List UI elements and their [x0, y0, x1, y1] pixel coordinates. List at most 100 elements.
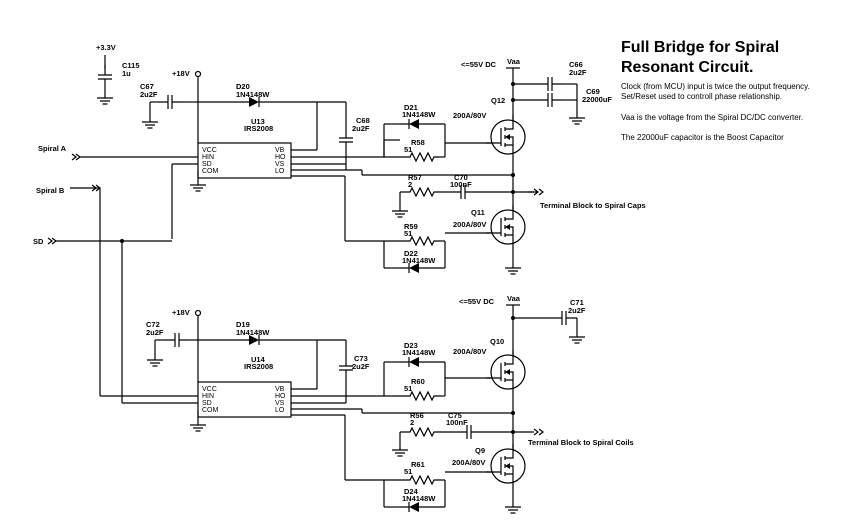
note-boost-line: The 22000uF capacitor is the Boost Capac… — [621, 133, 784, 142]
u14-pin-vcc: VCC — [202, 386, 217, 393]
c115-val: 1u — [122, 69, 131, 78]
net-spiral-a-label: Spiral A — [38, 144, 67, 153]
d19-ref: D19 — [236, 320, 250, 329]
power-18v-icon — [194, 70, 202, 78]
ground-icon — [391, 444, 409, 457]
ic-u13 — [197, 142, 292, 179]
c67-ref: C67 — [140, 82, 154, 91]
r56-ref: R56 — [410, 411, 424, 420]
capacitor-c68 — [338, 127, 354, 153]
note-clock-line-2: Set/Reset used to controll phase relatio… — [621, 92, 782, 101]
diode-d24 — [399, 501, 429, 513]
q12-val: 200A/80V — [453, 111, 486, 120]
u14-pin-vb: VB — [275, 386, 285, 393]
capacitor-c67 — [157, 94, 183, 110]
net-spiral-b-label: Spiral B — [36, 186, 65, 195]
r60-val: 51 — [404, 384, 412, 393]
c115-ref: C115 — [122, 61, 140, 70]
note-vaa: Vaa is the voltage from the Spiral DC/DC… — [621, 113, 803, 123]
r59-ref: R59 — [404, 222, 418, 231]
u14-val: IRS2008 — [244, 362, 273, 371]
q10-val: 200A/80V — [453, 347, 486, 356]
q10-ref: Q10 — [490, 337, 504, 346]
u14-pin-ho: HO — [275, 393, 286, 400]
ground-icon — [96, 92, 114, 105]
d22-ref: D22 — [404, 249, 418, 258]
u14-pin-vs: VS — [275, 400, 285, 407]
net-vaa-limit-top: <=55V DC — [461, 60, 497, 69]
d20-ref: D20 — [236, 82, 250, 91]
r61-val: 51 — [404, 467, 412, 476]
q12-ref: Q12 — [491, 96, 505, 105]
d19-val: 1N4148W — [236, 328, 270, 337]
c67-val: 2u2F — [140, 90, 158, 99]
d21-val: 1N4148W — [402, 110, 436, 119]
c70-ref: C70 — [454, 173, 468, 182]
c71-val: 2u2F — [568, 306, 586, 315]
power-18v-icon — [194, 309, 202, 317]
output-arrow-icon — [527, 428, 544, 436]
d20-val: 1N4148W — [236, 90, 270, 99]
input-arrow-icon — [71, 153, 81, 161]
c73-val: 2u2F — [352, 362, 370, 371]
c69-ref: C69 — [586, 87, 600, 96]
net-v33-label: +3.3V — [96, 43, 116, 52]
d24-val: 1N4148W — [402, 494, 436, 503]
u13-pin-lo: LO — [275, 168, 285, 175]
mosfet-q10 — [485, 349, 526, 395]
net-vaa-limit-bottom: <=55V DC — [459, 297, 495, 306]
resistor-r59 — [403, 236, 441, 246]
q9-ref: Q9 — [475, 446, 485, 455]
u14-ref: U14 — [251, 355, 266, 364]
u13-pin-com: COM — [202, 168, 219, 175]
r56-val: 2 — [410, 418, 414, 427]
note-clock: Clock (from MCU) input is twice the outp… — [621, 82, 810, 102]
u13-pin-vs: VS — [275, 161, 285, 168]
u13-val: IRS2008 — [244, 124, 273, 133]
resistor-r56 — [403, 427, 441, 437]
c75-val: 100nF — [446, 418, 468, 427]
net-v18-label-top: +18V — [172, 69, 190, 78]
q11-val: 200A/80V — [453, 220, 486, 229]
r61-ref: R61 — [411, 460, 425, 469]
r57-val: 2 — [408, 180, 412, 189]
c70-val: 100nF — [450, 180, 472, 189]
mosfet-q12 — [485, 114, 526, 160]
ground-icon — [189, 419, 207, 432]
c66-ref: C66 — [569, 60, 583, 69]
resistor-r58 — [403, 152, 441, 162]
note-boost: The 22000uF capacitor is the Boost Capac… — [621, 133, 784, 143]
c68-ref: C68 — [356, 116, 370, 125]
u13-pin-vcc: VCC — [202, 147, 217, 154]
ground-icon — [141, 116, 159, 129]
c73-ref: C73 — [354, 354, 368, 363]
d22-val: 1N4148W — [402, 256, 436, 265]
r59-val: 51 — [404, 229, 412, 238]
capacitor-c72 — [164, 332, 190, 348]
resistor-r60 — [403, 391, 441, 401]
diode-d21 — [399, 118, 429, 130]
diode-d23 — [399, 356, 429, 368]
ground-icon — [146, 354, 164, 367]
ic-u14 — [197, 381, 292, 418]
net-v18-label-bottom: +18V — [172, 308, 190, 317]
note-clock-line-1: Clock (from MCU) input is twice the outp… — [621, 82, 810, 91]
ground-icon — [568, 112, 586, 125]
d24-ref: D24 — [404, 487, 419, 496]
mosfet-q11 — [485, 204, 526, 250]
q11-ref: Q11 — [471, 208, 485, 217]
c66-val: 2u2F — [569, 68, 587, 77]
u14-pin-com: COM — [202, 407, 219, 414]
r57-ref: R57 — [408, 173, 422, 182]
capacitor-c66 — [537, 76, 563, 92]
c69-val: 22000uF — [582, 95, 612, 104]
title-line-2: Resonant Circuit. — [621, 59, 754, 76]
u13-pin-sd: SD — [202, 161, 212, 168]
capacitor-c75 — [456, 424, 482, 440]
capacitor-c73 — [338, 355, 354, 381]
r60-ref: R60 — [411, 377, 425, 386]
c71-ref: C71 — [570, 298, 584, 307]
u13-pin-ho: HO — [275, 154, 286, 161]
u14-pin-lo: LO — [275, 407, 285, 414]
